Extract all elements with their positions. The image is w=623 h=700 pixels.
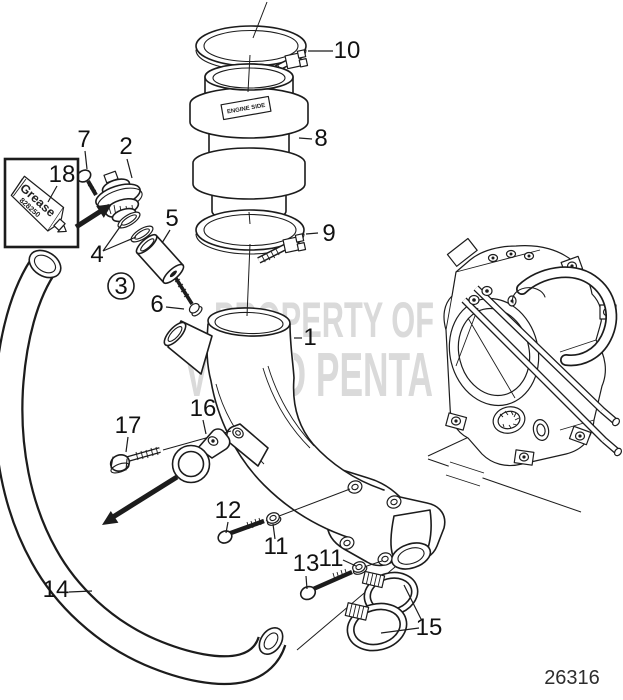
bolt-7 (76, 169, 98, 196)
callout-11a: 11 (264, 533, 289, 560)
top-stack: ENGINE SIDE (189, 1, 309, 317)
engine-top-bolts (487, 249, 535, 263)
callout-4: 4 (90, 241, 103, 268)
clamp-arrow (102, 474, 179, 525)
callout-10: 10 (334, 37, 361, 64)
hose-clamp-9 (195, 209, 307, 264)
anode-cap-2 (95, 170, 143, 223)
sleeve-5 (135, 233, 185, 285)
leader-lines (47, 50, 422, 634)
callout-14: 14 (43, 576, 70, 603)
callout-6: 6 (150, 291, 163, 318)
engine-pipes (461, 285, 623, 457)
o-ring-4a (117, 211, 141, 229)
clamp15-axis (296, 555, 409, 651)
rubber-connector-8: ENGINE SIDE (189, 63, 309, 223)
callout-7: 7 (77, 126, 90, 153)
callout-3-circle (107, 272, 135, 300)
callout-18: 18 (49, 161, 76, 188)
bolt-17 (109, 446, 161, 474)
engine-housing (427, 237, 623, 513)
anode-boss (163, 320, 213, 375)
callout-2: 2 (119, 133, 132, 160)
callout-9: 9 (322, 220, 335, 247)
callouts: 1 2 3 4 5 6 7 8 9 10 11 11 12 13 14 15 1… (43, 37, 443, 641)
callout-13: 13 (293, 550, 320, 577)
line-break-mark (445, 461, 485, 487)
hose-14 (0, 249, 287, 686)
callout-3: 3 (114, 273, 127, 300)
stack-axis (246, 1, 268, 317)
engine-side-tag: ENGINE SIDE (220, 95, 272, 121)
callout-5: 5 (165, 205, 178, 232)
grease-box: Grease 828250 (3, 157, 80, 249)
callout-1: 1 (303, 324, 316, 351)
nut-11a (266, 512, 282, 526)
callout-15: 15 (416, 614, 443, 641)
bolt12-axis (265, 488, 351, 522)
grease-arrow (74, 204, 112, 230)
arrows (74, 204, 179, 525)
callout-16: 16 (190, 395, 217, 422)
nut-11b (352, 561, 368, 575)
stud-6 (170, 271, 203, 317)
callout-12: 12 (215, 497, 242, 524)
bracket-lugs (339, 480, 402, 566)
pipe-clamp-16 (171, 428, 231, 484)
drawing-number: 26316 (544, 667, 600, 689)
callout-17: 17 (115, 412, 142, 439)
elbow-pipe-assembly (163, 307, 446, 570)
callout-8: 8 (314, 125, 327, 152)
hose-clamp-15-lower (344, 602, 408, 652)
anode-parts (76, 169, 203, 317)
outlet-stub (390, 509, 432, 570)
fasteners (109, 428, 383, 601)
bolt-12 (217, 517, 265, 544)
engine-loop-hose (511, 266, 618, 367)
bolt-13 (299, 568, 353, 601)
o-ring-4b (130, 225, 154, 243)
callout-11b: 11 (319, 545, 344, 572)
engine-threaded-bore (492, 406, 526, 434)
